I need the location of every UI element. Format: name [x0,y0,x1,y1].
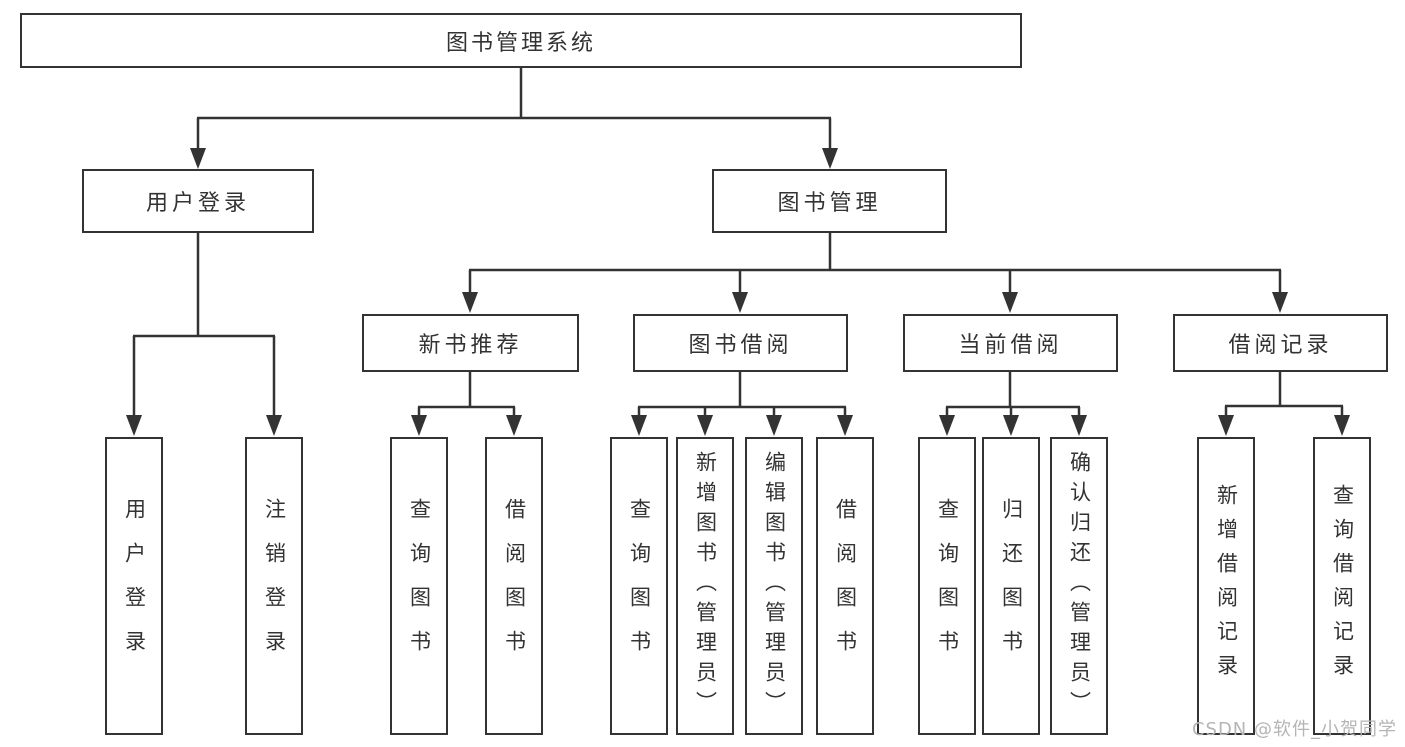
leaf-label: 注销登录 [262,498,287,674]
leaf-current-query-books: 查询图书 [918,437,976,735]
arrow-down-icon [766,415,782,436]
node-label: 当前借阅 [958,333,1063,358]
arrowheads [126,148,1350,436]
node-borrow-records: 借阅记录 [1173,314,1388,372]
leaf-label: 新增图书（管理员） [693,451,718,721]
node-book-management: 图书管理 [712,169,947,233]
leaf-confirm-return-admin: 确认归还（管理员） [1050,437,1108,735]
node-label: 图书管理 [777,191,882,216]
arrow-down-icon [822,148,838,169]
node-book-borrowing: 图书借阅 [633,314,848,372]
leaf-add-books-admin: 新增图书（管理员） [676,437,734,735]
leaf-label: 归还图书 [999,498,1024,674]
node-label: 图书管理系统 [445,30,596,56]
arrow-down-icon [1334,415,1350,436]
connector-borrow-record-to-leaves [1224,372,1344,432]
leaf-label: 查询图书 [407,498,432,674]
arrow-down-icon [190,148,206,169]
connector-user-login-to-leaves [132,233,276,432]
arrow-down-icon [126,415,142,436]
leaf-label: 借阅图书 [833,498,858,674]
node-current-borrowing: 当前借阅 [903,314,1118,372]
arrow-down-icon [1003,415,1019,436]
leaf-label: 查询借阅记录 [1330,484,1355,688]
node-library-management-system: 图书管理系统 [20,13,1022,68]
leaf-label: 用户登录 [122,498,147,674]
node-label: 用户登录 [145,191,250,216]
arrow-down-icon [939,415,955,436]
leaf-logout: 注销登录 [245,437,303,735]
leaf-label: 编辑图书（管理员） [762,451,787,721]
node-new-book-recommend: 新书推荐 [362,314,579,372]
connector-book-borrow-to-leaves [637,372,847,432]
leaf-borrowing-borrow-books: 借阅图书 [816,437,874,735]
csdn-watermark: CSDN @软件_小贺同学 [1191,719,1397,740]
leaf-recommend-borrow-books: 借阅图书 [485,437,543,735]
leaf-user-login: 用户登录 [105,437,163,735]
leaf-edit-books-admin: 编辑图书（管理员） [745,437,803,735]
arrow-down-icon [1002,292,1018,313]
arrow-down-icon [732,292,748,313]
arrow-down-icon [631,415,647,436]
leaf-recommend-query-books: 查询图书 [390,437,448,735]
arrow-down-icon [1071,415,1087,436]
node-label: 新书推荐 [418,333,523,358]
leaf-label: 确认归还（管理员） [1067,451,1092,721]
connector-root-to-level2 [196,68,832,165]
leaf-return-books: 归还图书 [982,437,1040,735]
node-label: 借阅记录 [1228,333,1333,358]
leaf-label: 借阅图书 [502,498,527,674]
arrow-down-icon [697,415,713,436]
arrow-down-icon [1272,292,1288,313]
leaf-label: 查询图书 [627,498,652,674]
leaf-borrowing-query-books: 查询图书 [610,437,668,735]
arrow-down-icon [837,415,853,436]
connector-book-mgmt-to-level3 [468,232,1282,309]
arrow-down-icon [462,292,478,313]
connector-new-book-to-leaves [417,372,516,432]
arrow-down-icon [1218,415,1234,436]
arrow-down-icon [506,415,522,436]
node-label: 图书借阅 [688,333,793,358]
leaf-add-borrow-record: 新增借阅记录 [1197,437,1255,735]
arrow-down-icon [411,415,427,436]
leaf-label: 新增借阅记录 [1214,484,1239,688]
arrow-down-icon [266,415,282,436]
leaf-label: 查询图书 [935,498,960,674]
node-user-login: 用户登录 [82,169,314,233]
leaf-query-borrow-record: 查询借阅记录 [1313,437,1371,735]
